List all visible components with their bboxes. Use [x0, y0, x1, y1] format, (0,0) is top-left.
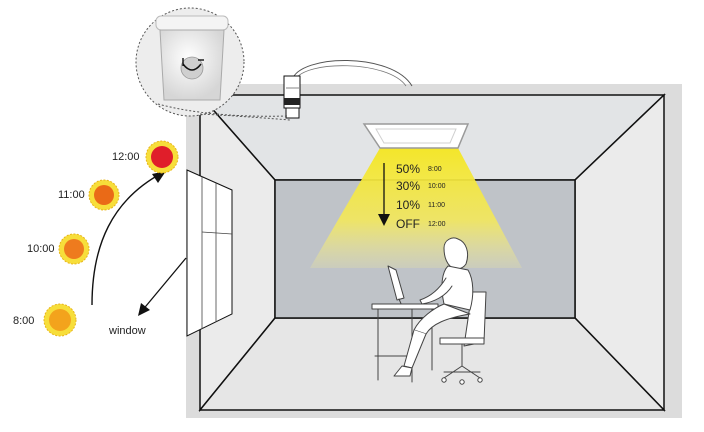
window-label: window	[108, 325, 146, 337]
dim-level-2: 30%	[396, 179, 420, 193]
sun-label-0800: 8:00	[13, 315, 34, 327]
sun-label-1000: 10:00	[27, 243, 55, 255]
dim-time-2: 10:00	[428, 183, 446, 190]
light-beam	[310, 148, 522, 268]
light-fixture-inner	[375, 128, 457, 144]
dimming-schedule: 50% 8:00 30% 10:00 10% 11:00 OFF 12:00	[378, 162, 446, 231]
window-pointer: window	[108, 257, 187, 337]
dim-time-3: 11:00	[428, 202, 445, 209]
dim-time-4: 12:00	[428, 221, 446, 228]
sun-path-arrow	[91, 172, 163, 306]
window-arrow	[140, 257, 187, 313]
sensor-cable	[291, 60, 413, 87]
window-divider-h	[201, 231, 233, 235]
ceiling-light	[310, 123, 522, 268]
sun-0800-icon	[43, 303, 77, 337]
window-frame	[186, 169, 233, 337]
dim-time-1: 8:00	[428, 166, 442, 173]
sensor-zoom-callout	[135, 7, 291, 121]
sun-1200-icon	[145, 140, 179, 174]
daylight-sensor-icon	[283, 60, 413, 119]
sun-label-1200: 12:00	[112, 151, 140, 163]
person-at-desk-icon	[371, 237, 487, 385]
sun-1100-icon	[88, 179, 120, 211]
dimming-arrow-head	[378, 214, 390, 226]
sun-1000-icon	[58, 233, 90, 265]
dim-level-4: OFF	[396, 217, 420, 231]
dim-level-1: 50%	[396, 162, 420, 176]
dim-level-3: 10%	[396, 198, 420, 212]
sun-label-1100: 11:00	[58, 189, 85, 201]
sun-path: 12:00 11:00 10:00 8:00	[13, 140, 179, 337]
window	[186, 169, 233, 337]
